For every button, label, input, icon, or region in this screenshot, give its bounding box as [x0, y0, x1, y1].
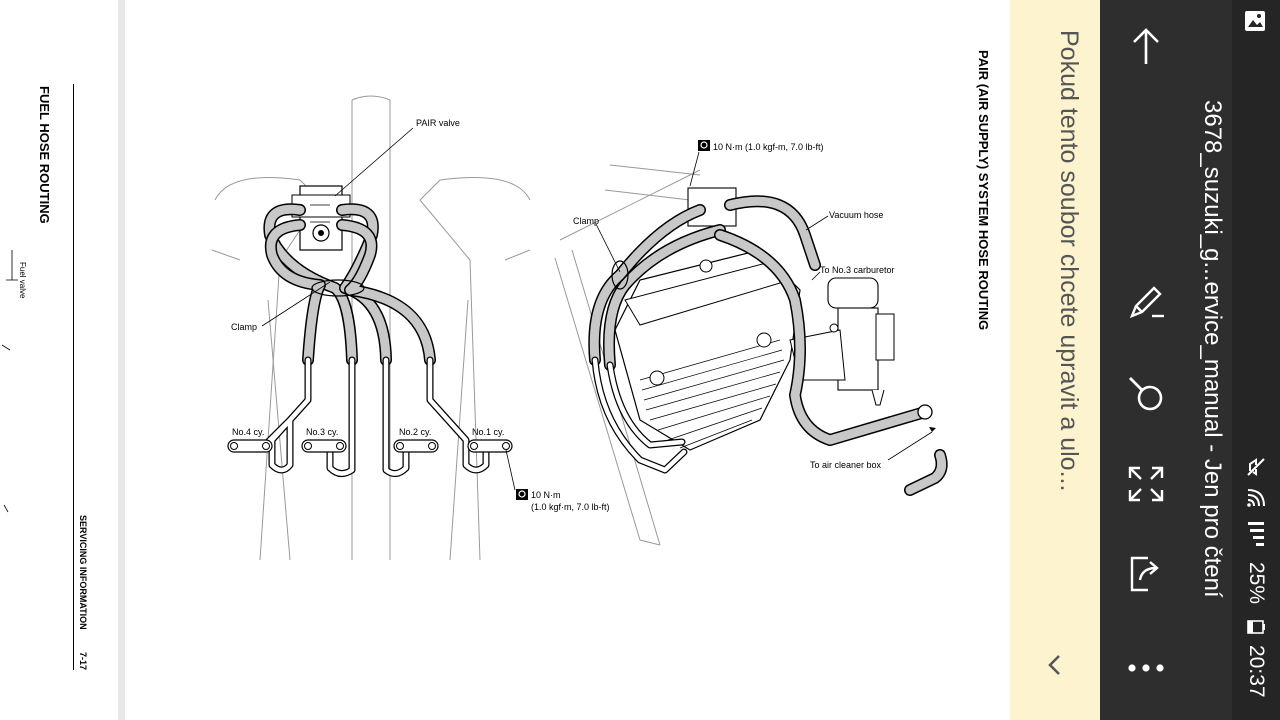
cyl-no2-label: No.2 cy.: [399, 427, 431, 437]
engine-block: [614, 187, 801, 451]
clamp-label-left: Clamp: [231, 322, 257, 332]
torque-left-line2: (1.0 kgf·m, 7.0 lb-ft): [531, 502, 610, 512]
cyl-no1-label: No.1 cy.: [472, 427, 504, 437]
air-cleaner-label: To air cleaner box: [810, 460, 882, 470]
pair-pipes-left: [261, 356, 490, 477]
clock: 20:37: [1245, 645, 1268, 698]
torque-icon-right: [698, 140, 710, 151]
signal-icon: [1244, 520, 1268, 556]
vacuum-hose-label: Vacuum hose: [829, 210, 883, 220]
search-icon[interactable]: [1122, 370, 1170, 418]
status-bar: 25% 20:37: [1232, 0, 1280, 720]
document-page[interactable]: PAIR valve Clamp No.4 cy. No.3 cy. No.2 …: [125, 0, 1010, 720]
clamp-left: [311, 279, 365, 297]
more-icon[interactable]: [1122, 644, 1170, 692]
cyl-no3-label: No.3 cy.: [306, 427, 338, 437]
arrow-up-icon[interactable]: [1122, 22, 1170, 70]
torque-left-line1: 10 N·m: [531, 490, 561, 500]
leader-lines-right: [595, 151, 933, 461]
pair-hoses-left: [263, 203, 436, 366]
pair-valve: [291, 185, 351, 251]
leader-lines-left: [261, 127, 516, 491]
pair-valve-label: PAIR valve: [416, 118, 460, 128]
pair-hose-diagram: PAIR valve Clamp No.4 cy. No.3 cy. No.2 …: [211, 95, 948, 561]
clamp-right: [611, 260, 629, 290]
footer-page-number: 7-17: [78, 652, 88, 671]
frame-outline-right: [554, 164, 701, 546]
torque-right-label: 10 N·m (1.0 kgf-m, 7.0 lb-ft): [713, 142, 824, 152]
torque-icon-left: [516, 489, 528, 500]
wifi-icon: [1244, 486, 1268, 510]
banner-text: Pokud tento soubor chcete upravit a ulo.…: [1055, 30, 1083, 492]
pair-pipes-right: [591, 356, 688, 474]
prev-page-diagram-fragment: [1, 250, 18, 513]
carburetor: [789, 277, 895, 406]
document-title: 3678_suzuki_g...ervice_manual - Jen pro …: [1199, 100, 1226, 598]
page-title: PAIR (AIR SUPPLY) SYSTEM HOSE ROUTING: [976, 50, 991, 331]
chevron-left-icon[interactable]: [1038, 648, 1072, 682]
gallery-notification-icon: [1244, 10, 1266, 32]
read-only-banner[interactable]: Pokud tento soubor chcete upravit a ulo.…: [1010, 0, 1100, 720]
share-icon[interactable]: [1122, 550, 1170, 598]
prev-page-rule: [73, 84, 74, 670]
edit-icon[interactable]: [1122, 278, 1170, 326]
carburetor-label: To No.3 carburetor: [820, 265, 895, 275]
document-toolbar: 3678_suzuki_g...ervice_manual - Jen pro …: [1100, 0, 1232, 720]
clamp-label-right: Clamp: [573, 216, 599, 226]
frame-outline-left: [211, 95, 531, 561]
fullscreen-icon[interactable]: [1122, 460, 1170, 508]
cylinder-flanges: [227, 439, 513, 453]
cyl-no4-label: No.4 cy.: [232, 427, 264, 437]
mute-icon: [1244, 455, 1268, 479]
prev-page-title: FUEL HOSE ROUTING: [37, 86, 52, 224]
previous-page: FUEL HOSE ROUTING Fuel valve SERVICING I…: [0, 0, 118, 720]
battery-percentage: 25%: [1245, 562, 1268, 605]
page-gutter: [118, 0, 125, 720]
footer-section: SERVICING INFORMATION: [78, 515, 88, 630]
battery-icon: [1245, 616, 1267, 638]
